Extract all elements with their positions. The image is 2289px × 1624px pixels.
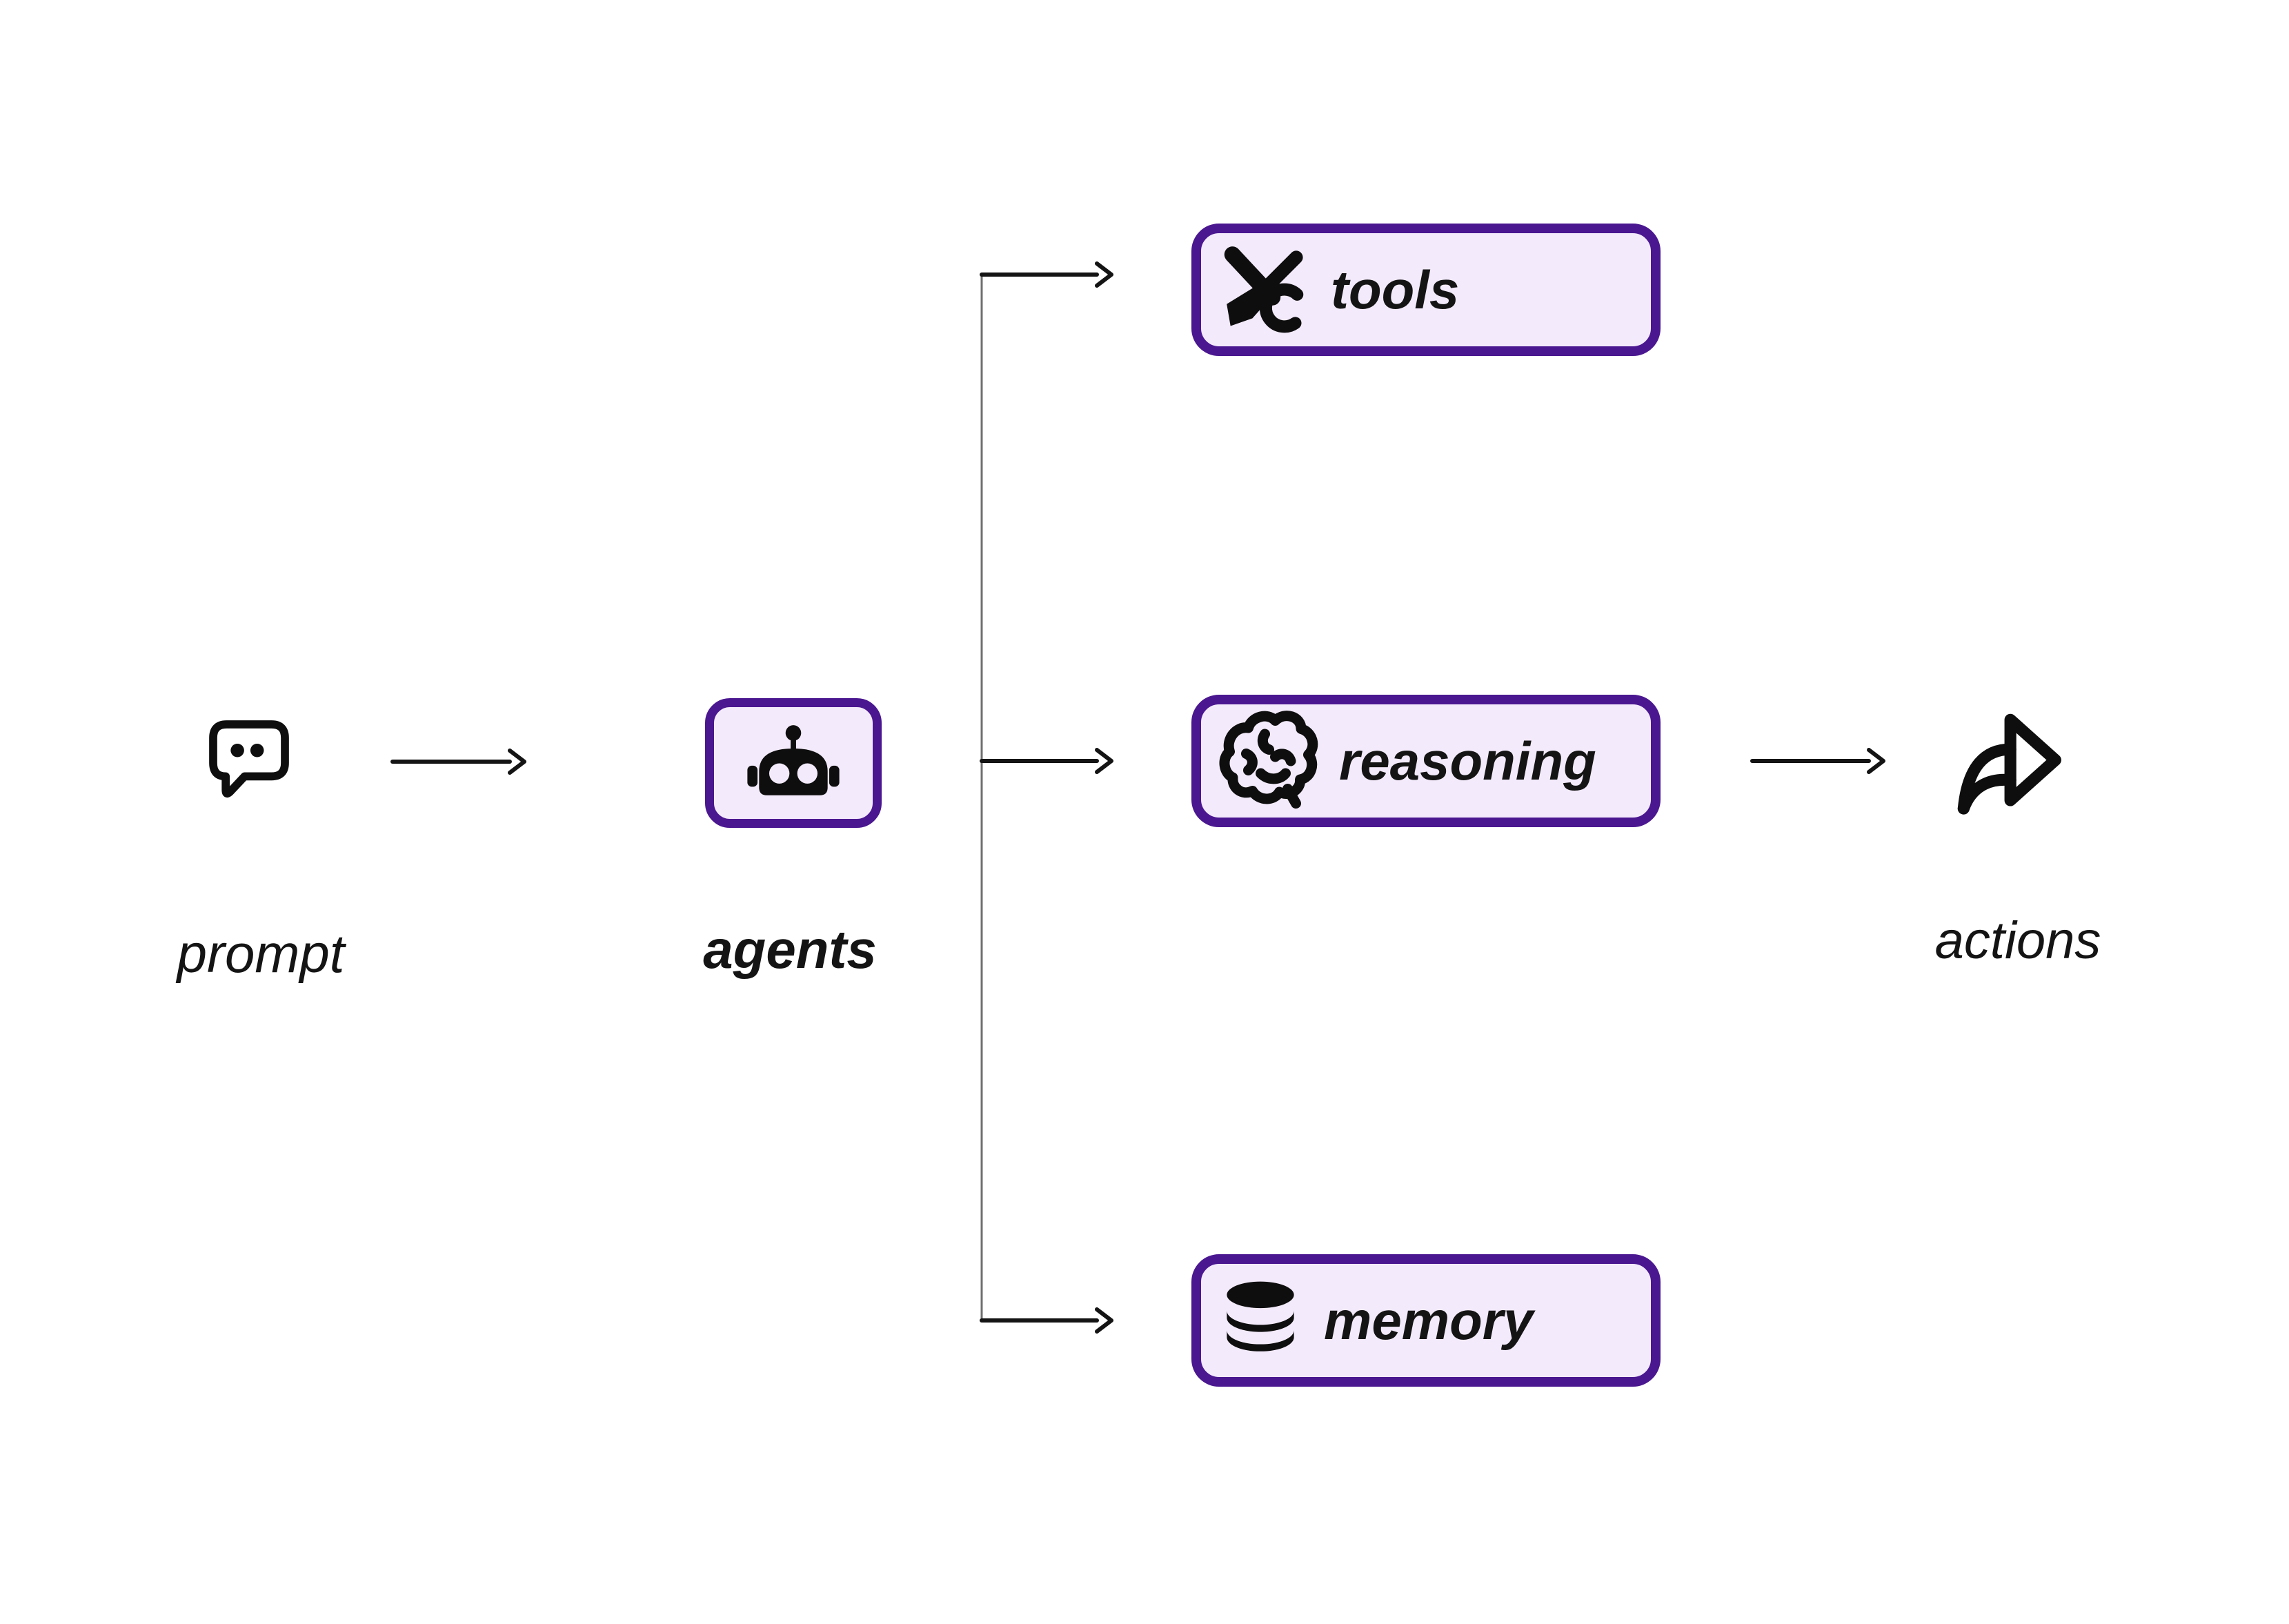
agents-label: agents bbox=[703, 919, 877, 980]
arrow-agents-to-tools bbox=[980, 261, 1113, 288]
brain-icon bbox=[1219, 711, 1318, 809]
tools-label: tools bbox=[1331, 259, 1460, 320]
database-icon bbox=[1227, 1281, 1294, 1351]
memory-label: memory bbox=[1324, 1289, 1534, 1351]
actions-label: actions bbox=[1934, 911, 2101, 970]
node-tools: tools bbox=[1191, 224, 1661, 356]
arrow-agents-to-reasoning bbox=[980, 748, 1113, 774]
crossed-tools-icon bbox=[1224, 246, 1304, 333]
node-agents bbox=[705, 698, 882, 828]
prompt-label: prompt bbox=[177, 923, 345, 984]
arrow-reasoning-to-actions bbox=[1750, 748, 1885, 774]
arrow-agents-to-memory bbox=[980, 1307, 1113, 1334]
node-prompt bbox=[204, 715, 294, 809]
node-memory: memory bbox=[1191, 1254, 1661, 1387]
chat-bubble-icon bbox=[209, 720, 289, 798]
robot-icon bbox=[747, 724, 840, 795]
node-actions bbox=[1956, 713, 2074, 820]
reasoning-label: reasoning bbox=[1339, 730, 1596, 791]
arrow-prompt-to-agents bbox=[390, 749, 526, 775]
node-reasoning: reasoning bbox=[1191, 695, 1661, 827]
share-arrow-icon bbox=[1957, 713, 2061, 815]
